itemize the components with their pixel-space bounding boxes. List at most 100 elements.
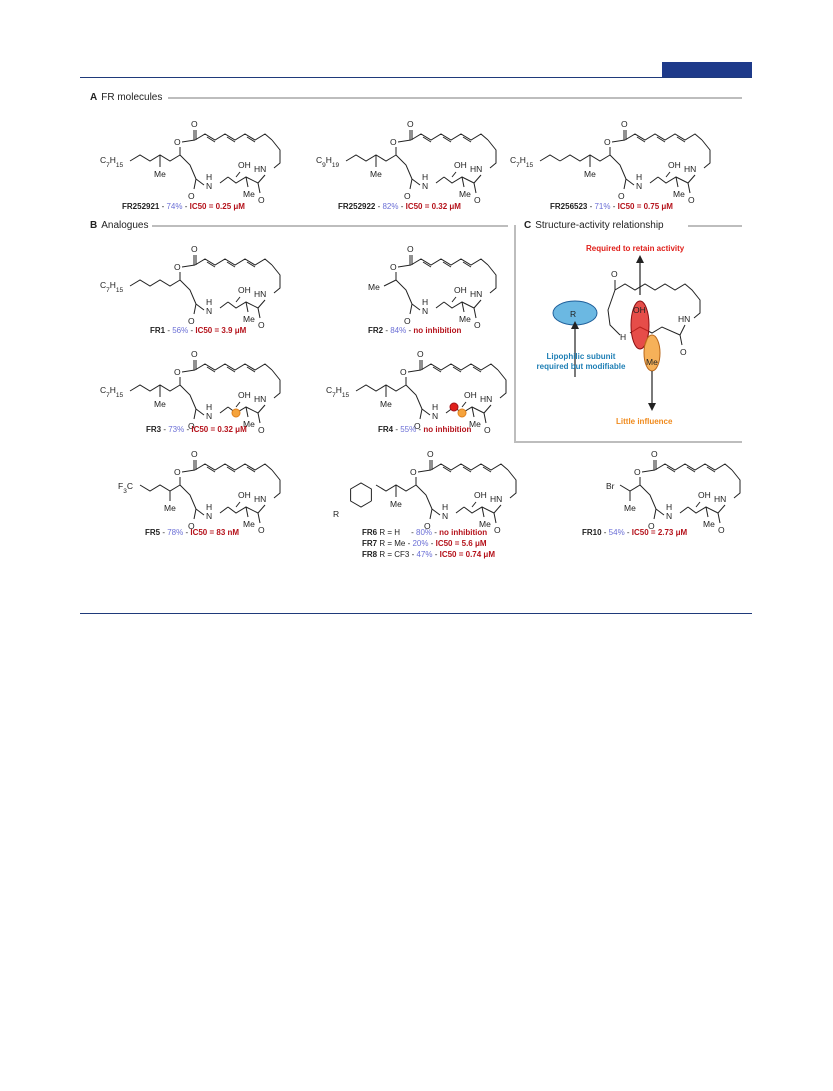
bond-co-left (193, 508, 197, 520)
atom-o-amide: O (494, 525, 501, 535)
tail-label: F3C (118, 481, 133, 495)
atom-o-carbonyl: O (651, 449, 658, 459)
caption-fr10: FR10 - 54% - IC50 = 2.73 μM (582, 528, 688, 537)
atom-o-ester: O (174, 262, 181, 272)
atom-hn: HN (470, 164, 482, 174)
polyene-chain (194, 463, 273, 471)
atom-me: Me (703, 519, 715, 529)
atom-o-left: O (188, 421, 195, 431)
bond-db1 (432, 366, 442, 373)
atom-n: N (206, 511, 212, 521)
bond-db1 (666, 466, 676, 473)
section-c-rule (688, 225, 742, 227)
atom-h: H (206, 502, 212, 512)
polyene-chain (430, 463, 509, 471)
bond-hn-c (483, 404, 492, 414)
atom-oh: OH (474, 490, 487, 500)
bond-db1 (442, 466, 452, 473)
atom-me: Me (243, 419, 255, 429)
sar-red-ellipse (630, 300, 650, 350)
chain-left (609, 154, 627, 180)
backbone-b (455, 506, 465, 514)
bond-o-c (397, 264, 412, 268)
atom-o-ester: O (634, 467, 641, 477)
atom-me-tail: Me (370, 169, 382, 179)
bond-co-left (653, 508, 657, 520)
backbone-a (227, 406, 259, 414)
chain-right (731, 469, 741, 499)
bond-oh (235, 401, 241, 408)
bond-o-c (181, 469, 196, 473)
bond-oh (665, 171, 671, 178)
backbone-a (443, 176, 475, 184)
atom-me: Me (673, 189, 685, 199)
diene-tail (129, 154, 181, 162)
bond-co-left (409, 178, 413, 190)
bond-db2 (226, 466, 236, 473)
atom-o-ester: O (410, 467, 417, 477)
bond-co-left (193, 178, 197, 190)
bond-co-left (623, 178, 627, 190)
phenyl-ring (350, 482, 372, 508)
caption-fr4: FR4 - 55% - no inhibition (378, 425, 472, 434)
tail-label: C9H19 (316, 155, 340, 169)
chain-right (701, 139, 711, 169)
bond-me (461, 301, 465, 313)
bond-amide (687, 182, 691, 194)
caption-fr7: FR7 R = Me - 20% - IC50 = 5.6 μM (362, 539, 487, 548)
header-accent-box (662, 62, 752, 78)
backbone-b (435, 301, 445, 309)
tail-label: C7H15 (510, 155, 534, 169)
bond-db2 (452, 366, 462, 373)
bond-co-left (419, 408, 423, 420)
bond-db1 (422, 136, 432, 143)
bond-amide (257, 412, 261, 424)
backbone-a (463, 506, 495, 514)
bond-o-c (397, 139, 412, 143)
backbone-b (435, 176, 445, 184)
bond-db2 (656, 136, 666, 143)
backbone-a (443, 301, 475, 309)
bond-o-c (181, 139, 196, 143)
atom-h: H (206, 297, 212, 307)
diene-tail (559, 154, 611, 162)
atom-me: Me (243, 189, 255, 199)
tail-label: Me (368, 282, 380, 292)
atom-o-ester: O (390, 262, 397, 272)
atom-o-carbonyl: O (191, 349, 198, 359)
chain-right (271, 264, 281, 294)
bond-o-c (611, 139, 626, 143)
chain-right (271, 369, 281, 399)
caption-fr252922: FR252922 - 82% - IC50 = 0.32 μM (338, 202, 461, 211)
bond-db2 (442, 261, 452, 268)
chain-left (639, 484, 657, 510)
caption-fr2: FR2 - 84% - no inhibition (368, 326, 462, 335)
bond-db1 (422, 261, 432, 268)
sar-h: H (620, 332, 626, 342)
bond-db2 (462, 466, 472, 473)
tail-label: C7H15 (100, 155, 124, 169)
bond-db3 (246, 466, 256, 473)
sar-arrowhead-up (636, 255, 644, 263)
atom-hn: HN (684, 164, 696, 174)
atom-h: H (442, 502, 448, 512)
polyene-chain (410, 133, 489, 141)
bond-hn-c (257, 174, 266, 184)
sar-required-label: Required to retain activity (586, 244, 685, 253)
bond-n-c (625, 178, 635, 186)
atom-n: N (422, 306, 428, 316)
caption-fr3: FR3 - 73% - IC50 = 0.32 μM (146, 425, 247, 434)
chain-left (179, 384, 197, 410)
atom-me-tail: Me (624, 503, 636, 513)
diene-tail (345, 154, 397, 162)
section-b-rule (152, 225, 508, 227)
diene-tail (355, 384, 407, 392)
backbone-b (649, 176, 659, 184)
sar-oh: OH (633, 305, 646, 315)
bond-n-c (195, 303, 205, 311)
